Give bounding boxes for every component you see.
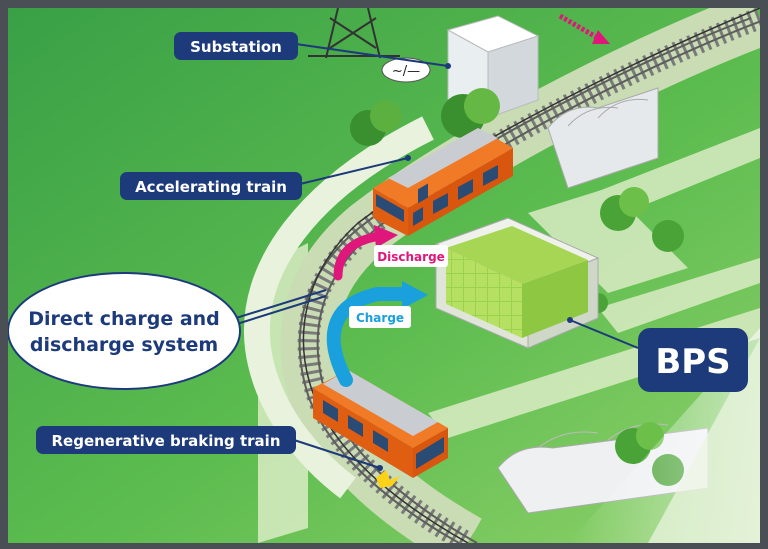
substation-label-text: Substation: [190, 38, 282, 56]
discharge-arrow: [333, 225, 398, 281]
accelerating-train-label: Accelerating train: [120, 172, 302, 200]
bps-label: BPS: [638, 328, 748, 392]
power-flow-arrow: [558, 13, 610, 44]
charge-label-text: Charge: [356, 311, 404, 325]
substation-symbol-text: ~/—: [392, 64, 420, 79]
regenerative-train-label-text: Regenerative braking train: [51, 432, 280, 450]
bps-label-text: BPS: [655, 342, 730, 382]
regenerative-train-label: Regenerative braking train: [36, 426, 296, 454]
direct-system-line1: Direct charge and: [28, 308, 220, 330]
diagram-stage: ~/—: [8, 8, 760, 543]
direct-system-line2: discharge system: [30, 334, 218, 356]
charge-label: Charge: [349, 306, 411, 328]
train-shed-top: [547, 87, 659, 189]
tree-icon: [350, 88, 684, 486]
spark-icon: [376, 470, 400, 488]
train-icon: [313, 370, 448, 478]
direct-system-callout: Direct charge and discharge system: [8, 272, 241, 390]
discharge-label: Discharge: [374, 245, 448, 267]
substation-label: Substation: [174, 32, 298, 60]
battery-bank-icon: [434, 217, 600, 349]
bps-diagram: ~/—: [8, 8, 760, 543]
accelerating-train-label-text: Accelerating train: [135, 178, 287, 196]
substation-symbol: ~/—: [381, 57, 431, 83]
train-icon: [373, 128, 513, 236]
discharge-label-text: Discharge: [377, 250, 445, 264]
charge-arrow: [326, 281, 428, 387]
outer-road: [243, 116, 434, 499]
